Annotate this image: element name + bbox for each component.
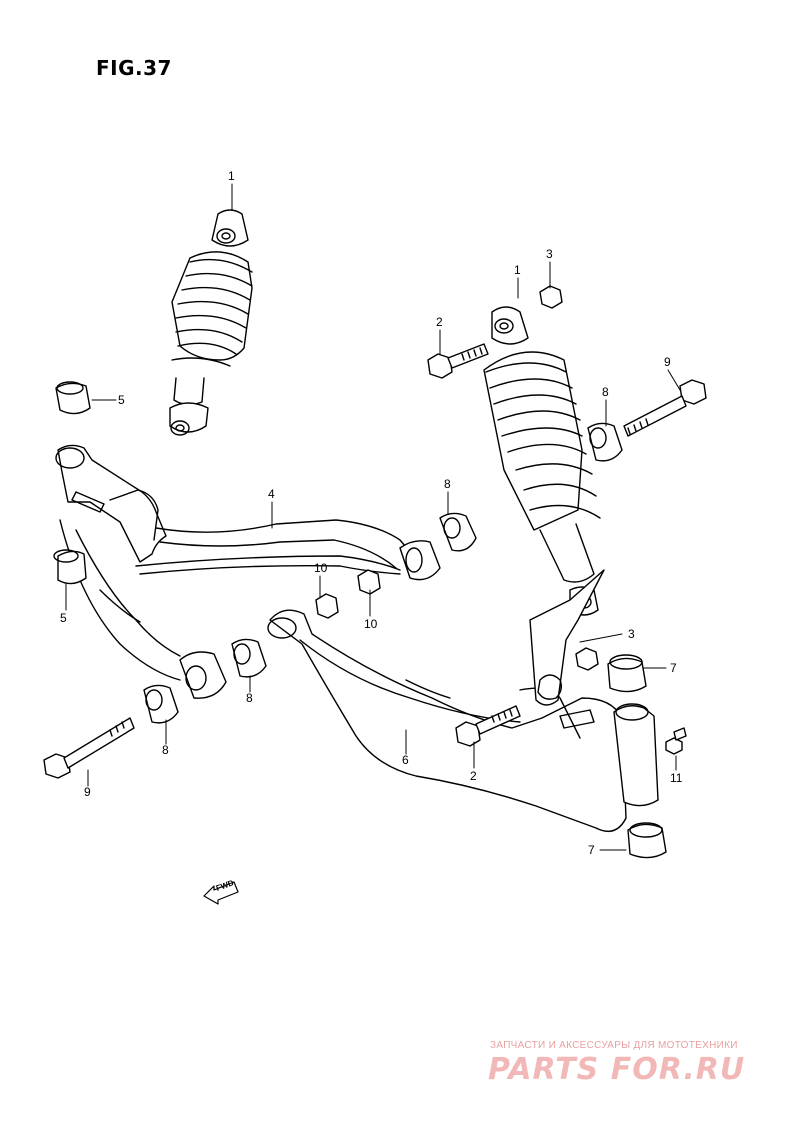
callout-9-right: 9 bbox=[664, 355, 671, 369]
shock-absorber-right bbox=[483, 306, 601, 616]
callout-4: 4 bbox=[268, 487, 275, 501]
watermark-logo: PARTS FOR.RU bbox=[488, 1052, 746, 1087]
callout-8-right: 8 bbox=[602, 385, 609, 399]
callout-10-bottom: 10 bbox=[364, 617, 378, 631]
callout-1-right: 1 bbox=[514, 263, 521, 277]
callout-7-top: 7 bbox=[670, 661, 677, 675]
callout-8-lower-left: 8 bbox=[162, 743, 169, 757]
callout-11: 11 bbox=[670, 771, 683, 785]
callout-10-top: 10 bbox=[314, 561, 328, 575]
shock-absorber-left bbox=[169, 209, 253, 436]
upper-arm bbox=[53, 444, 441, 699]
callout-2-top: 2 bbox=[436, 315, 443, 329]
lower-arm bbox=[267, 569, 659, 832]
callout-7-bottom: 7 bbox=[588, 843, 595, 857]
callout-8-lower-center: 8 bbox=[246, 691, 253, 705]
callout-9-left: 9 bbox=[84, 785, 91, 799]
small-parts bbox=[43, 285, 707, 859]
callout-3-top: 3 bbox=[546, 247, 553, 261]
callout-5-bottom: 5 bbox=[60, 611, 67, 625]
callout-2-bottom: 2 bbox=[470, 769, 477, 783]
figure-title: FIG.37 bbox=[96, 56, 172, 80]
callout-5-top: 5 bbox=[118, 393, 125, 407]
callout-1-left: 1 bbox=[228, 169, 235, 183]
callout-8-center: 8 bbox=[444, 477, 451, 491]
callout-6: 6 bbox=[402, 753, 409, 767]
leader-lines bbox=[65, 183, 681, 851]
callout-3-bottom: 3 bbox=[628, 627, 635, 641]
fwd-arrow-icon bbox=[203, 881, 239, 905]
watermark-tagline: ЗАПЧАСТИ И АКСЕССУАРЫ ДЛЯ МОТОТЕХНИКИ bbox=[490, 1040, 738, 1051]
